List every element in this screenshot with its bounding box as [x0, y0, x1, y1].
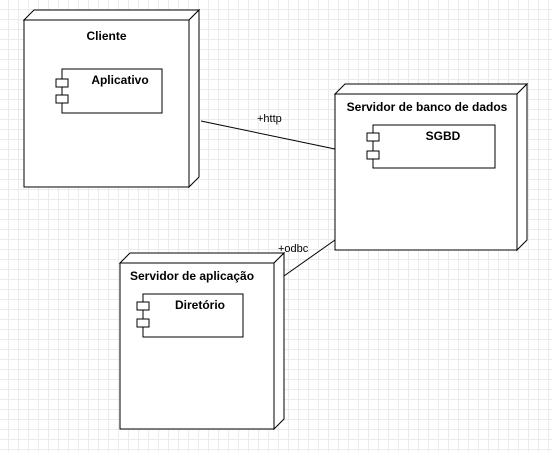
- component-sgbd[interactable]: SGBD: [366, 124, 496, 169]
- node-box: [119, 262, 275, 430]
- component-port-bottom: [55, 94, 69, 104]
- component-label: SGBD: [426, 129, 461, 143]
- node-3d-top: [118, 252, 286, 264]
- node-title: Servidor de banco de dados: [347, 100, 508, 114]
- component-box: [61, 68, 163, 114]
- node-box: [334, 93, 518, 251]
- component-box: [372, 124, 496, 169]
- component-box: [142, 293, 244, 338]
- node-3d-side: [188, 8, 200, 189]
- node-3d-top: [333, 83, 529, 95]
- node-title: Servidor de aplicação: [130, 269, 254, 283]
- component-label: Aplicativo: [91, 73, 148, 87]
- component-port-bottom: [136, 318, 150, 328]
- node-title: Cliente: [86, 29, 126, 43]
- component-aplicativo[interactable]: Aplicativo: [55, 68, 163, 114]
- component-diretorio[interactable]: Diretório: [136, 293, 244, 338]
- edge-label-odbc: +odbc: [278, 243, 309, 255]
- component-port-top: [136, 301, 150, 311]
- edge-label-http: +http: [257, 113, 282, 125]
- node-servidor-banco-de-dados[interactable]: Servidor de banco de dados SGBD: [333, 82, 529, 252]
- component-label: Diretório: [175, 298, 225, 312]
- component-port-top: [55, 78, 69, 88]
- node-3d-side: [273, 251, 285, 431]
- node-cliente[interactable]: Cliente Aplicativo: [22, 8, 201, 189]
- edge-http[interactable]: [200, 120, 336, 150]
- node-3d-top: [22, 9, 201, 21]
- node-3d-side: [516, 82, 528, 252]
- node-servidor-aplicacao[interactable]: Servidor de aplicação Diretório: [118, 251, 286, 431]
- component-port-bottom: [366, 150, 380, 160]
- component-port-top: [366, 132, 380, 142]
